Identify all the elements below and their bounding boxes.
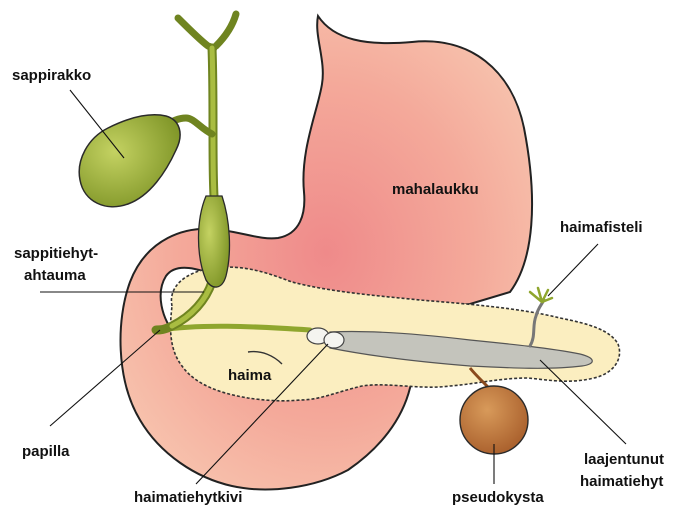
label-dilated-duct-line1: laajentunut: [584, 451, 664, 468]
label-pseudocyst: pseudokysta: [452, 489, 544, 506]
label-stomach: mahalaukku: [392, 181, 479, 198]
label-fistula: haimafisteli: [560, 219, 643, 236]
label-bile-stricture-line1: sappitiehyt-: [14, 245, 98, 262]
leader-fistula: [548, 244, 598, 296]
label-dilated-duct-line2: haimatiehyt: [580, 473, 663, 490]
pseudocyst-shape: [460, 386, 528, 454]
label-bile-stricture-line2: ahtauma: [24, 267, 86, 284]
hepatic-duct-branches: [178, 14, 236, 48]
gallbladder-shape: [79, 115, 180, 207]
label-papilla: papilla: [22, 443, 70, 460]
label-gallbladder: sappirakko: [12, 67, 91, 84]
label-duct-stone: haimatiehytkivi: [134, 489, 242, 506]
label-pancreas: haima: [228, 367, 272, 384]
bile-duct-bulge: [199, 196, 230, 287]
